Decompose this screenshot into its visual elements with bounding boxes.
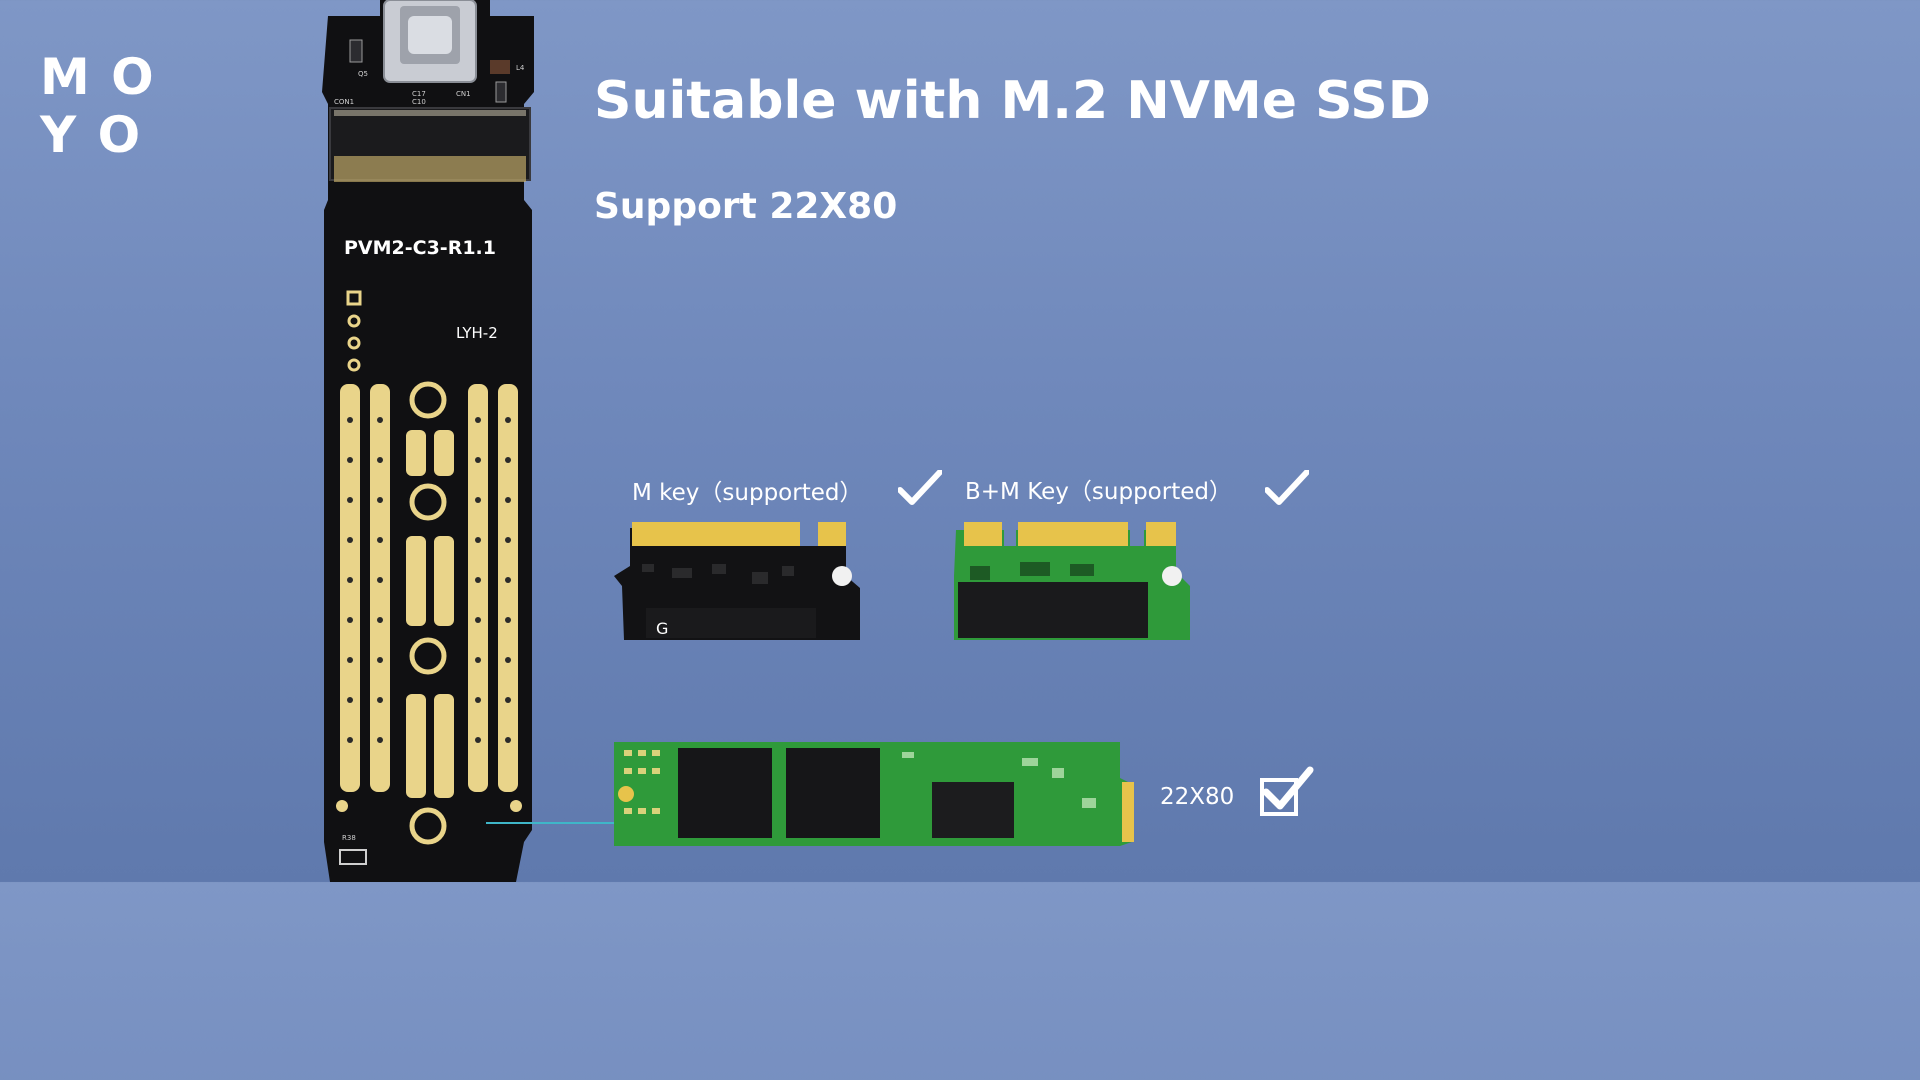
ssd-nand-chip-1 [678, 748, 772, 838]
ssd-nand-chip-2 [786, 748, 880, 838]
connector-line [486, 822, 616, 824]
m-key-connector-image: G [614, 522, 860, 640]
m-key-label: M key（supported） [632, 480, 863, 506]
bm-key-check-icon [1265, 470, 1309, 505]
mounting-holes [409, 381, 447, 845]
silkscreen-l4: L4 [516, 64, 525, 72]
m-key-check-icon [898, 470, 942, 505]
bm-key-connector-image [954, 522, 1190, 640]
thermal-gold-strips [340, 384, 518, 798]
ssd-size-label: 22X80 [1160, 784, 1235, 810]
bm-key-label: B+M Key（supported） [965, 479, 1232, 505]
m2-slot-pins [334, 156, 526, 182]
moyo-logo: M O Y O [40, 48, 160, 168]
ssd-2280-image [614, 742, 1134, 846]
board-model-text: PVM2-C3-R1.1 [344, 237, 496, 259]
logo-row-2: Y O [40, 106, 143, 164]
silkscreen-c10: C10 [412, 98, 426, 106]
silkscreen-r38: R38 [342, 834, 356, 842]
silkscreen-q5: Q5 [358, 70, 368, 78]
logo-row-1: M O [40, 48, 156, 106]
silkscreen-c17: C17 [412, 90, 426, 98]
svg-text:G: G [656, 619, 668, 638]
subheadline: Support 22X80 [594, 186, 898, 227]
silkscreen-cn1: CN1 [456, 90, 471, 98]
headline: Suitable with M.2 NVMe SSD [594, 71, 1431, 131]
size-checkbox-icon [1260, 766, 1314, 816]
chip-label-text: LYH-2 [456, 324, 498, 342]
ssd-controller-chip [932, 782, 1014, 838]
enclosure-pcb-board: PVM2-C3-R1.1 LYH-2 CON1 Q5 C17 C10 CN1 R… [322, 0, 534, 882]
silkscreen-con1: CON1 [334, 98, 354, 106]
